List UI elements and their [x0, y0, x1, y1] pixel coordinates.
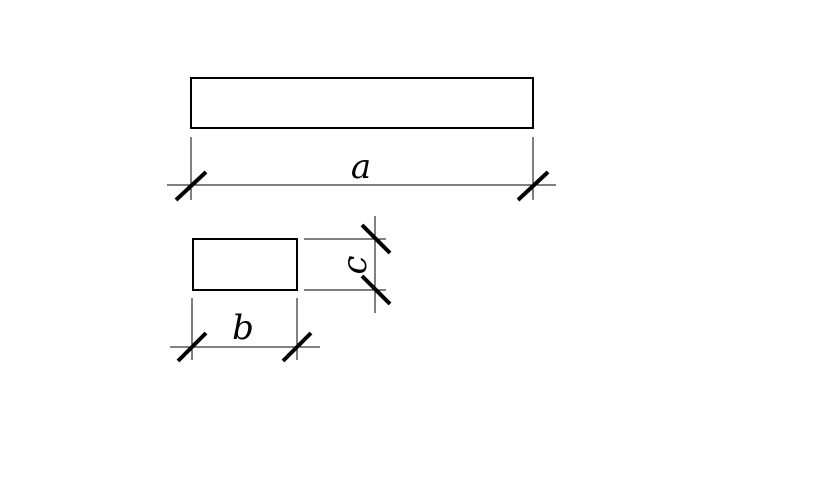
- long-rectangle: [190, 77, 534, 129]
- dim-b-tick-left: [176, 331, 208, 363]
- dim-a-tick-left: [174, 170, 208, 202]
- dim-b-tick-right: [281, 331, 313, 363]
- dim-b-label: b: [232, 308, 254, 348]
- dim-a-tick-right: [516, 170, 550, 202]
- dim-c-tick-top: [360, 223, 392, 255]
- small-rectangle: [192, 238, 298, 291]
- dim-c-tick-bottom: [360, 274, 392, 306]
- dim-a-label: a: [351, 147, 371, 187]
- dim-c-label: c: [335, 255, 375, 274]
